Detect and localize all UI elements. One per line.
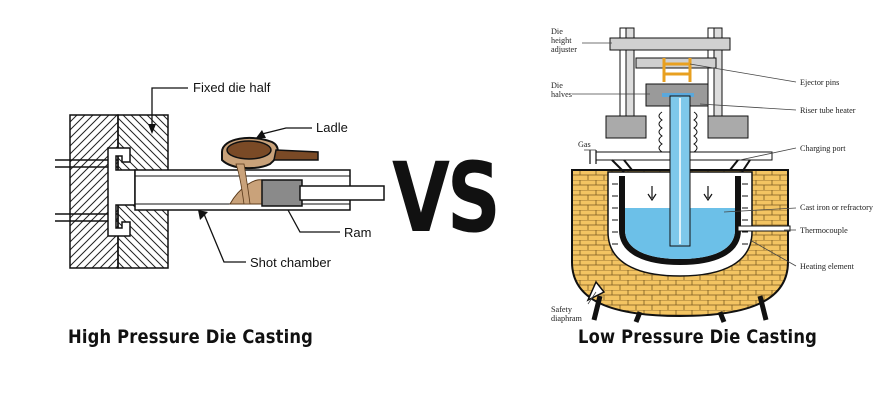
pour-stream <box>235 163 251 205</box>
label-die-halves-1: Die <box>551 81 563 90</box>
label-die-height-1: Die <box>551 27 563 36</box>
label-safety-2: diaphram <box>551 314 583 323</box>
label-ram: Ram <box>344 225 371 240</box>
label-ejector-pins: Ejector pins <box>800 78 839 87</box>
lpdc-diagram: Die height adjuster Die halves Ejector p… <box>551 27 874 323</box>
label-heating-element: Heating element <box>800 262 855 271</box>
label-fixed-die-half: Fixed die half <box>193 80 271 95</box>
caption-low-pressure: Low Pressure Die Casting <box>578 326 818 348</box>
caption-high-pressure: High Pressure Die Casting <box>68 326 314 348</box>
ram <box>261 179 303 207</box>
crucible <box>619 176 741 266</box>
label-gas: Gas <box>578 140 591 149</box>
safety-diaphram <box>586 280 606 302</box>
thermocouple <box>737 225 791 232</box>
label-die-height-2: height <box>551 36 572 45</box>
gas-inlet <box>589 150 597 164</box>
label-thermocouple: Thermocouple <box>800 226 848 235</box>
label-die-halves-2: halves <box>551 90 572 99</box>
riser-tube-heater <box>658 111 698 153</box>
label-charging-port: Charging port <box>800 144 846 153</box>
label-ladle: Ladle <box>316 120 348 135</box>
label-shot-chamber: Shot chamber <box>250 255 332 270</box>
label-cast-iron: Cast iron or refractory <box>800 203 874 212</box>
charging-port <box>611 159 751 173</box>
die-height-adjuster <box>609 37 731 51</box>
vs-text: VS <box>392 142 501 254</box>
label-safety-1: Safety <box>551 305 573 314</box>
hpdc-diagram: Fixed die half Ladle Ram Shot chamber <box>55 80 385 270</box>
ejector-pins <box>662 58 692 82</box>
label-die-height-3: adjuster <box>551 45 577 54</box>
label-riser-tube-heater: Riser tube heater <box>800 106 856 115</box>
ladle-handle <box>273 149 319 161</box>
